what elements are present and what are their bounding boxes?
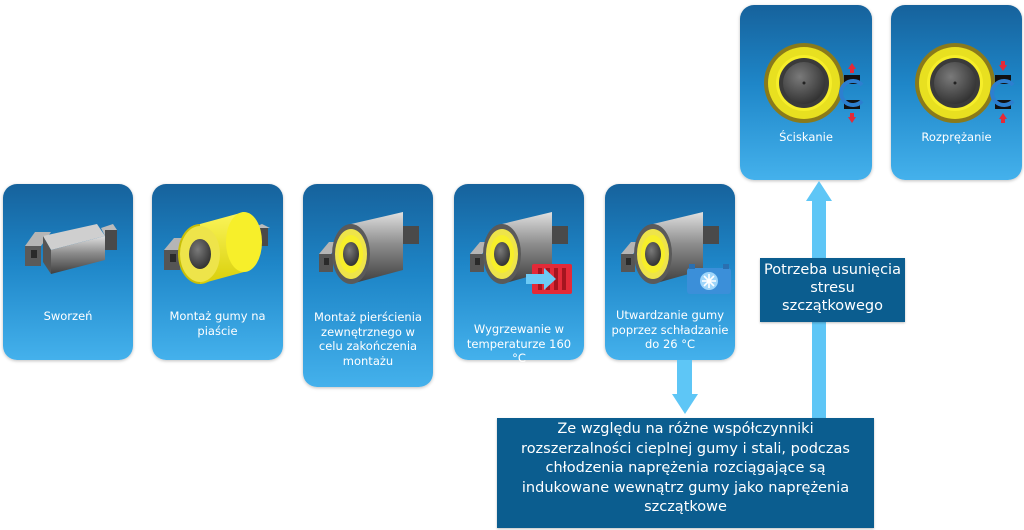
expansion-icon — [915, 43, 1015, 123]
step-label: Montaż gumy na piaście — [169, 309, 266, 338]
arrow-down-shaft — [677, 360, 692, 396]
step-label: Wygrzewanie w temperaturze 160 °C — [466, 322, 572, 365]
arrow-up-shaft-lower — [812, 322, 826, 420]
callout-text: Ze względu na różne współczynniki rozsze… — [521, 421, 850, 515]
step-label: Sworzeń — [43, 309, 93, 323]
step-card-outer-ring: Montaż pierścienia zewnętrznego w celu z… — [303, 184, 433, 387]
state-card-compression: Ściskanie — [740, 5, 872, 180]
heating-icon — [470, 212, 572, 294]
callout-residual-stress: Potrzeba usunięcia stresu szczątkowego — [760, 258, 905, 322]
callout-thermal-expansion: Ze względu na różne współczynniki rozsze… — [497, 418, 874, 528]
step-card-heating: Wygrzewanie w temperaturze 160 °C — [454, 184, 584, 365]
step-label: Utwardzanie gumy poprzez schładzanie do … — [611, 308, 729, 351]
step-label: Montaż pierścienia zewnętrznego w celu z… — [314, 310, 422, 368]
cooling-icon — [621, 212, 731, 294]
arrow-up-head — [806, 181, 832, 201]
arrow-up-shaft-upper — [812, 200, 826, 258]
state-label: Rozprężanie — [921, 130, 992, 144]
state-card-expansion: Rozprężanie — [891, 5, 1022, 180]
callout-text: Potrzeba usunięcia stresu szczątkowego — [764, 262, 901, 314]
state-label: Ściskanie — [779, 130, 833, 144]
step-card-cooling: Utwardzanie gumy poprzez schładzanie do … — [605, 184, 735, 360]
arrow-down-head — [672, 394, 698, 414]
rubber-mount-icon — [164, 212, 270, 284]
outer-ring-icon — [319, 212, 419, 284]
compression-icon — [764, 43, 864, 123]
step-card-pin: Sworzeń — [3, 184, 133, 360]
pin-icon — [25, 224, 117, 274]
step-card-rubber-mount: Montaż gumy na piaście — [152, 184, 283, 360]
